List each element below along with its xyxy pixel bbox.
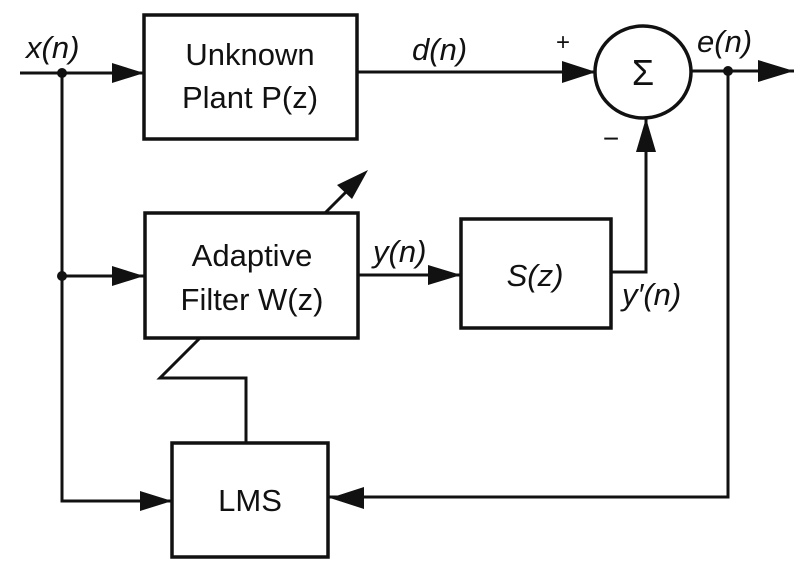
- secondary-label: S(z): [507, 258, 564, 293]
- arrowhead-lms-x: [140, 491, 172, 511]
- adaptive-label-2: Filter W(z): [181, 282, 324, 317]
- lms-label: LMS: [218, 483, 282, 518]
- junction-input-2: [57, 271, 67, 281]
- plant-label-2: Plant P(z): [182, 80, 318, 115]
- adaptive-filter-block: Adaptive Filter W(z): [143, 211, 360, 340]
- sigma-symbol: Σ: [632, 52, 654, 93]
- label-y-n: y(n): [371, 234, 426, 269]
- arrowhead-sum-plus: [562, 61, 596, 83]
- summing-junction: Σ + −: [556, 24, 693, 154]
- secondary-path-block: S(z): [459, 217, 613, 330]
- wire-input-vertical: [60, 73, 172, 503]
- arrowhead-output: [758, 60, 794, 82]
- junction-error: [723, 66, 733, 76]
- adaptive-label-1: Adaptive: [192, 238, 313, 273]
- label-d-n: d(n): [412, 32, 467, 67]
- wires: [20, 69, 794, 503]
- label-y-prime-n: y′(n): [620, 277, 681, 312]
- arrowhead-adaptation: [337, 170, 368, 199]
- minus-sign: −: [603, 123, 619, 154]
- plant-block: Unknown Plant P(z): [142, 13, 359, 141]
- wire-lms-to-filter: [156, 336, 248, 443]
- arrowhead-adaptive-in: [112, 266, 144, 286]
- lms-block: LMS: [170, 441, 330, 559]
- junction-input: [57, 68, 67, 78]
- label-e-n: e(n): [697, 24, 752, 59]
- plant-label-1: Unknown: [185, 37, 314, 72]
- plus-sign: +: [556, 29, 570, 56]
- arrowhead-lms-e: [330, 487, 364, 509]
- arrowhead-s-in: [428, 265, 461, 285]
- wire-error-feedback: [328, 71, 730, 499]
- arrowhead-sum-minus: [636, 118, 656, 152]
- arrowhead-plant-in: [112, 63, 144, 83]
- wire-secondary-output: [611, 118, 648, 274]
- label-x-n: x(n): [24, 30, 79, 65]
